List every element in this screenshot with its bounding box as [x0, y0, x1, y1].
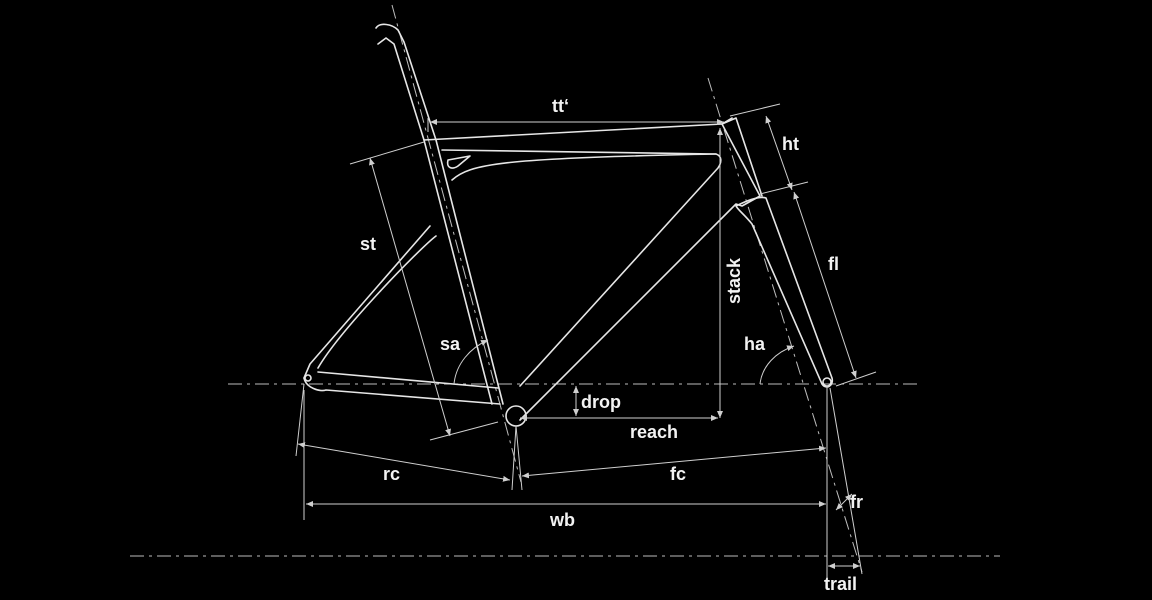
ht-dimension	[765, 115, 793, 191]
label-reach: reach	[630, 422, 678, 442]
head-tube	[721, 117, 763, 197]
fl-dimension	[793, 191, 857, 379]
label-wb: wb	[549, 510, 575, 530]
fork	[735, 196, 834, 388]
label-drop: drop	[581, 392, 621, 412]
sa-arc	[453, 339, 489, 385]
label-sa: sa	[440, 334, 461, 354]
label-stack: stack	[724, 257, 744, 304]
label-fr: fr	[850, 492, 863, 512]
rc-dimension	[297, 442, 511, 482]
seat-tube-axis	[391, 4, 522, 483]
steering-axis	[707, 77, 863, 573]
label-trail: trail	[824, 574, 857, 594]
label-rc: rc	[383, 464, 400, 484]
dimension-lines	[295, 103, 877, 584]
label-ha: ha	[744, 334, 766, 354]
down-tube	[519, 123, 761, 421]
label-ht: ht	[782, 134, 799, 154]
fc-dimension	[521, 445, 827, 479]
rear-dropout	[304, 374, 312, 382]
front-dropout	[822, 377, 832, 387]
st-dimension	[369, 157, 451, 437]
label-st: st	[360, 234, 376, 254]
ha-arc	[759, 345, 795, 385]
label-fc: fc	[670, 464, 686, 484]
seat-post	[375, 23, 504, 405]
label-fl: fl	[828, 254, 839, 274]
bike-frame	[303, 23, 834, 427]
chain-stay	[303, 377, 501, 405]
label-tt: tt‘	[552, 96, 569, 116]
top-tube	[423, 117, 733, 141]
fr-dimension	[835, 493, 853, 511]
